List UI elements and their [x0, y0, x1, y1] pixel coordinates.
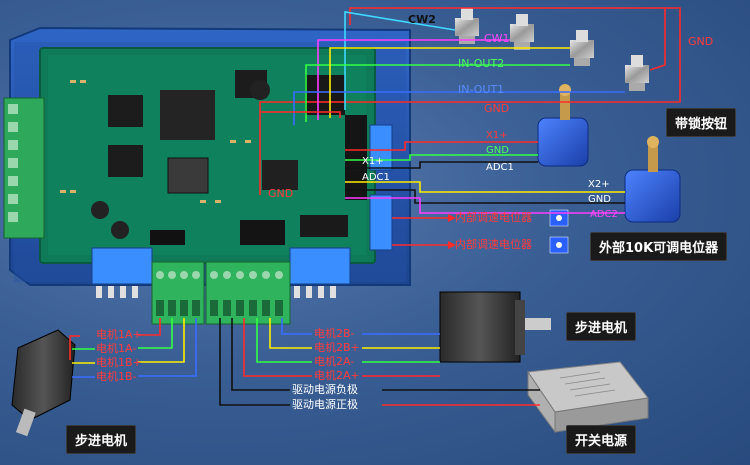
- gnd-board-label: GND: [268, 187, 294, 200]
- internal-pot-icons: [549, 209, 569, 254]
- gnd-x2-label: GND: [588, 194, 611, 205]
- stepper-motor-right: [439, 291, 551, 363]
- potentiometer-2: [624, 136, 681, 223]
- motor1-pin-1a-plus: 电机1A+: [96, 328, 142, 341]
- cw2-label: CW2: [408, 13, 436, 26]
- adc1-board-label: ADC1: [362, 172, 390, 183]
- psu-tag: 开关电源: [566, 425, 637, 454]
- bottom-headers: [91, 247, 351, 298]
- in-out1-label: IN-OUT1: [458, 83, 505, 96]
- x2p-label: X2+: [588, 179, 610, 190]
- wires: [69, 7, 681, 406]
- motor1-terminal: [151, 261, 205, 325]
- motor2-pin-2b-minus: 电机2B-: [314, 327, 355, 340]
- power-positive-label: 驱动电源正极: [292, 398, 358, 411]
- adc2-label: ADC2: [590, 209, 618, 220]
- stepper-right-tag: 步进电机: [566, 312, 637, 341]
- potentiometer-1: [537, 84, 589, 167]
- cw1-label: CW1: [484, 32, 510, 45]
- in-out2-label: IN-OUT2: [458, 57, 505, 70]
- adc1-label: ADC1: [486, 162, 514, 173]
- lock-switches: [455, 8, 649, 91]
- power-negative-label: 驱动电源负极: [292, 383, 358, 396]
- motor1-pin-1b-minus: 电机1B-: [96, 370, 137, 383]
- stepper-left-tag: 步进电机: [66, 425, 137, 454]
- gnd-top-label: GND: [688, 35, 714, 48]
- external-pot-tag: 外部10K可调电位器: [590, 232, 728, 261]
- motor2-terminal: [205, 261, 291, 325]
- stepper-motor-left: [11, 329, 76, 437]
- arrow-heads: [448, 214, 456, 249]
- x1p-board-label: X1+: [362, 156, 384, 167]
- motor2-pin-2a-plus: 电机2A+: [314, 369, 360, 382]
- pcb-board: [39, 47, 376, 264]
- gnd-mid-label: GND: [484, 102, 510, 115]
- internal-pot-label-2: 内部调速电位器: [455, 238, 532, 251]
- motor2-pin-2a-minus: 电机2A-: [314, 355, 355, 368]
- x1p-label: X1+: [486, 130, 508, 141]
- lock-button-tag: 带锁按钮: [666, 108, 737, 137]
- motor2-pin-2b-plus: 电机2B+: [314, 341, 360, 354]
- gnd-x1-label: GND: [486, 145, 509, 156]
- internal-pot-label-1: 内部调速电位器: [455, 211, 532, 224]
- left-terminal-block: [3, 97, 45, 239]
- switching-power-supply: [527, 361, 649, 434]
- motor1-pin-1b-plus: 电机1B+: [96, 356, 142, 369]
- motor1-pin-1a-minus: 电机1A-: [96, 342, 137, 355]
- right-connectors: [345, 115, 393, 251]
